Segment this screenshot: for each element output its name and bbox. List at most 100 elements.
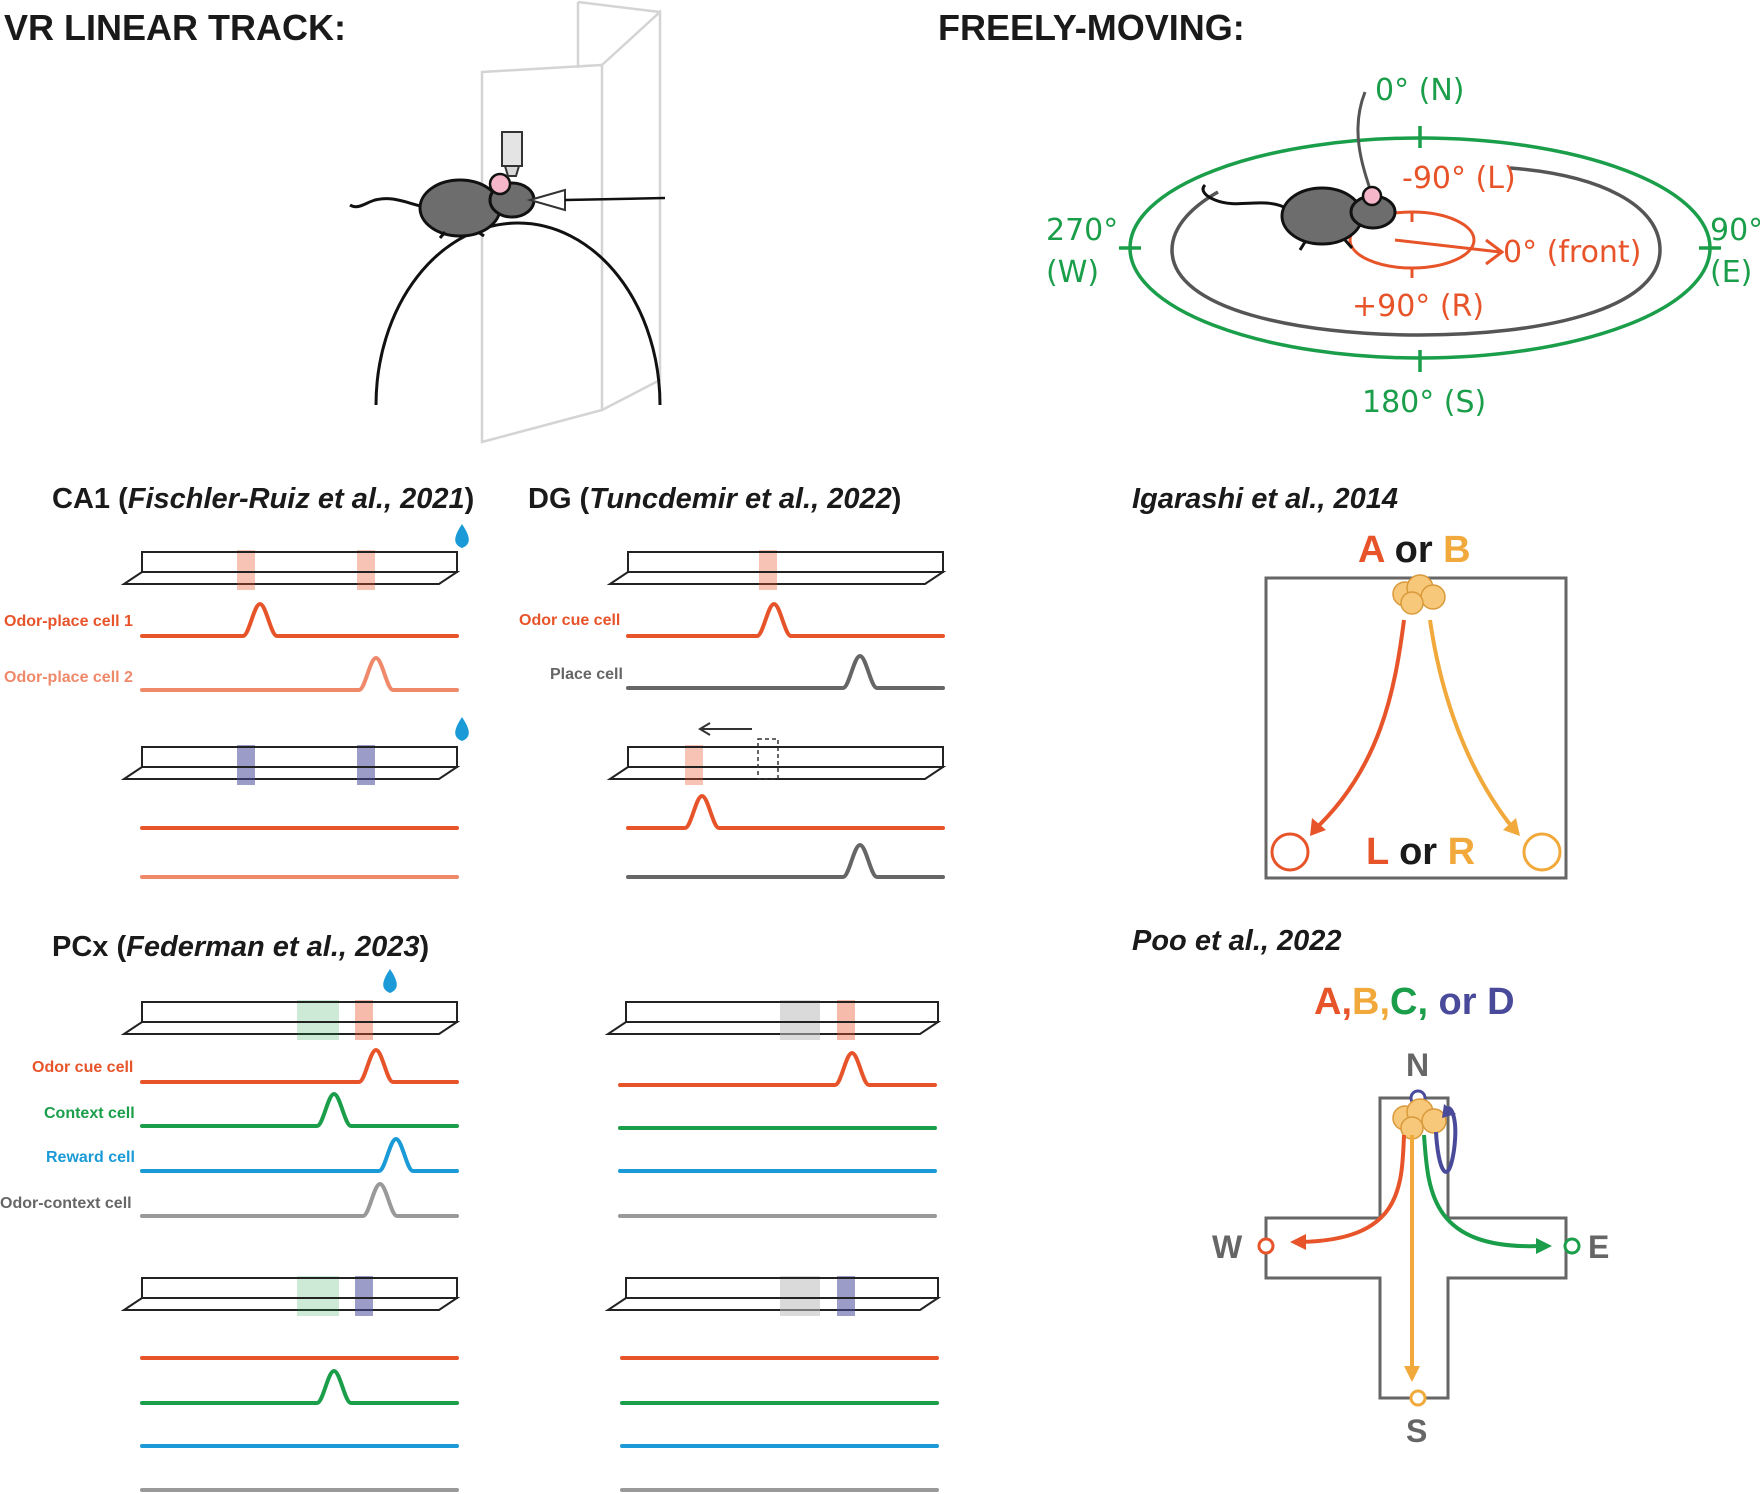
track-wall <box>141 1001 458 1023</box>
label-place-cell: Place cell <box>550 666 623 683</box>
right-port-icon <box>1522 832 1562 872</box>
head-left-label: -90° (L) <box>1402 161 1516 196</box>
water-drop-icon <box>455 717 469 741</box>
trace-place-cell <box>626 654 945 690</box>
track-floor <box>120 1021 461 1035</box>
track-zone <box>355 1000 373 1040</box>
trace-place-cell-shift <box>626 843 945 879</box>
poo-label-e: E <box>1588 1229 1609 1265</box>
track-floor <box>120 1297 461 1311</box>
right-arrowhead-icon <box>1503 818 1520 836</box>
tether-cable <box>1356 91 1374 196</box>
odor-cloud-icon-poo <box>1392 1098 1447 1140</box>
track-zone <box>780 1276 820 1316</box>
freely-moving-mouse-icon <box>1201 183 1397 251</box>
poo-task: A,B,C, or D N S E W <box>1212 981 1609 1449</box>
poo-label-n: N <box>1406 1047 1429 1083</box>
label-odor-cue-cell-pcx: Odor cue cell <box>32 1059 133 1076</box>
trace-odor-place-cell-2 <box>140 656 459 692</box>
linear-tracks <box>120 524 947 1316</box>
trace-pcx-odor-3 <box>618 1051 937 1087</box>
vr-linear-track-title: VR LINEAR TRACK: <box>4 7 346 48</box>
east-arrowhead-icon <box>1536 1238 1552 1254</box>
pcx-track-2 <box>120 1276 461 1316</box>
south-arrowhead-icon <box>1404 1366 1420 1382</box>
inner-arena-wall <box>1170 166 1662 337</box>
track-floor <box>604 1297 942 1311</box>
track-zone <box>837 1000 855 1040</box>
path-to-left-port <box>1310 619 1406 834</box>
track-zone <box>357 745 375 785</box>
track-zone <box>355 1276 373 1316</box>
shifted-zone-outline <box>757 738 779 780</box>
water-drop-icon <box>383 969 397 993</box>
compass-east-dir: (E) <box>1710 255 1752 290</box>
label-reward-cell: Reward cell <box>46 1149 135 1166</box>
dg-track-2 <box>606 722 947 785</box>
trace-context-cell <box>140 1092 459 1128</box>
track-zone <box>685 745 703 785</box>
igarashi-odor-choice: A or B <box>1358 529 1471 571</box>
track-wall <box>625 1001 939 1023</box>
trace-pcx-context-2 <box>140 1369 459 1405</box>
compass-west-degree: 270° <box>1046 213 1118 248</box>
west-arrowhead-icon <box>1290 1234 1306 1250</box>
odor-cloud-icon <box>1392 574 1446 615</box>
path-east <box>1422 1134 1541 1249</box>
dg-track-1 <box>606 550 947 590</box>
water-drop-icon <box>455 524 469 548</box>
compass-north-label: 0° (N) <box>1375 73 1464 108</box>
track-floor <box>606 766 947 780</box>
pcx-track-3 <box>604 1000 942 1040</box>
head-front-label: 0° (front) <box>1503 235 1641 270</box>
vr-setup-illustration <box>349 0 666 444</box>
west-port-icon <box>1257 1237 1275 1255</box>
poo-label-w: W <box>1212 1229 1243 1265</box>
vr-screen <box>480 0 662 444</box>
ca1-track-1 <box>120 524 469 590</box>
east-port-icon <box>1563 1237 1581 1255</box>
trace-odor-place-cell-1 <box>140 602 459 638</box>
shift-arrow-icon <box>698 722 711 736</box>
pcx-track-1 <box>120 969 461 1040</box>
poo-citation: Poo et al., 2022 <box>1132 925 1342 957</box>
label-odor-context-cell: Odor-context cell <box>0 1195 132 1212</box>
poo-label-s: S <box>1406 1413 1427 1449</box>
ca1-title: CA1 (Fischler-Ruiz et al., 2021) <box>52 483 474 515</box>
label-odor-place-cell-2: Odor-place cell 2 <box>4 669 133 686</box>
track-wall <box>625 1277 939 1299</box>
track-wall <box>627 746 944 768</box>
label-context-cell: Context cell <box>44 1105 135 1122</box>
pcx-title: PCx (Federman et al., 2023) <box>52 931 429 963</box>
trace-odor-cue-cell-pcx <box>140 1048 459 1084</box>
pcx-track-4 <box>604 1276 942 1316</box>
igarashi-citation: Igarashi et al., 2014 <box>1132 483 1398 515</box>
left-port-icon <box>1270 832 1310 872</box>
freely-moving-title: FREELY-MOVING: <box>938 7 1245 48</box>
trace-reward-cell <box>140 1137 459 1173</box>
track-wall <box>141 746 458 768</box>
igarashi-port-choice: L or R <box>1366 831 1475 873</box>
track-zone <box>297 1276 339 1316</box>
trace-odor-cue-cell-dg <box>626 602 945 638</box>
path-to-right-port <box>1428 619 1518 834</box>
igarashi-task: A or B L or R <box>1264 529 1568 880</box>
track-zone <box>837 1276 855 1316</box>
dg-title: DG (Tuncdemir et al., 2022) <box>528 483 901 515</box>
track-wall <box>141 551 458 573</box>
left-arrowhead-icon <box>1310 818 1326 836</box>
north-arrowhead-icon <box>1442 1104 1456 1118</box>
ca1-track-2 <box>120 717 469 785</box>
track-floor <box>604 1021 942 1035</box>
compass-south-label: 180° (S) <box>1362 385 1486 420</box>
treadmill-ball <box>374 221 662 406</box>
compass-west-dir: (W) <box>1046 255 1099 290</box>
microscope-objective-icon <box>501 131 523 177</box>
compass-ticks <box>1119 126 1721 372</box>
south-port-icon <box>1409 1389 1427 1407</box>
track-zone <box>780 1000 820 1040</box>
track-wall <box>627 551 944 573</box>
label-odor-place-cell-1: Odor-place cell 1 <box>4 613 133 630</box>
track-zone <box>759 550 777 590</box>
